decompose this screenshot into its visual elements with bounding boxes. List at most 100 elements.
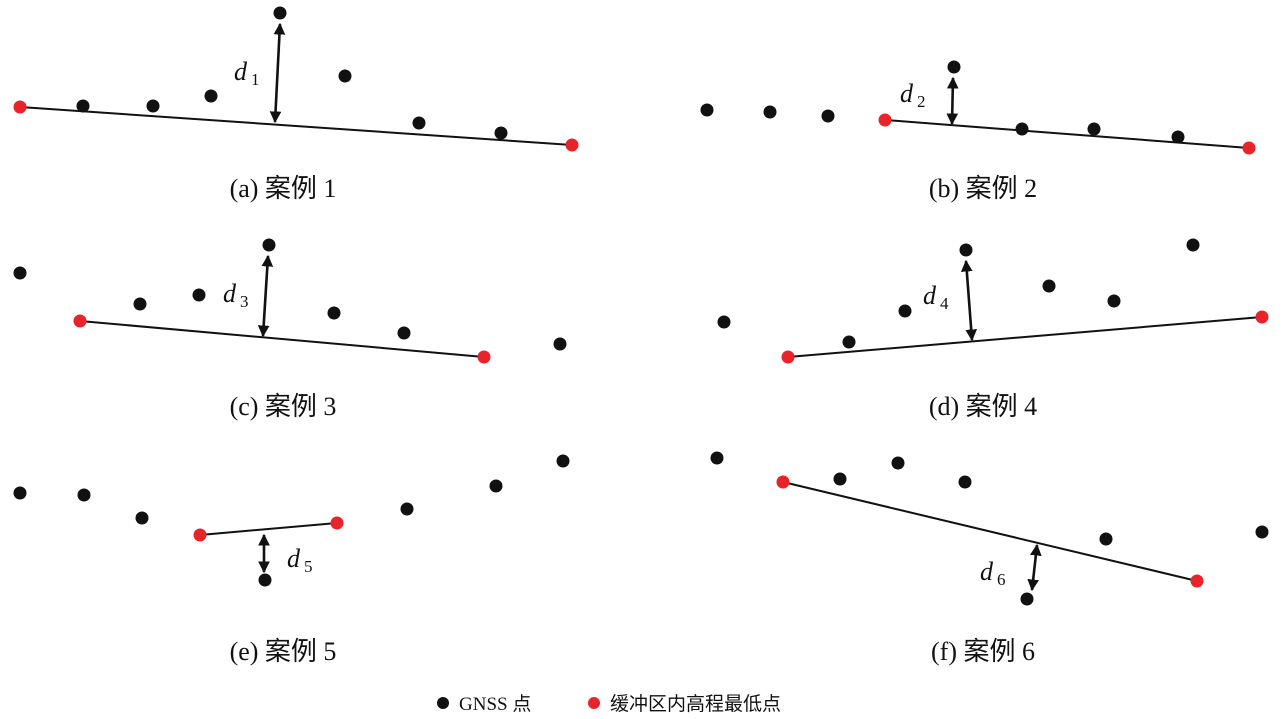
gnss-point — [273, 6, 287, 20]
lowest-points-line — [199, 522, 338, 536]
distance-subscript: 3 — [240, 292, 249, 311]
distance-symbol: d — [223, 279, 237, 308]
gnss-point — [1020, 592, 1034, 606]
lowest-elevation-point — [1255, 310, 1269, 324]
gnss-point — [1087, 122, 1101, 136]
gnss-point — [553, 337, 567, 351]
gnss-point — [898, 304, 912, 318]
gnss-point — [76, 99, 90, 113]
gnss-point — [958, 475, 972, 489]
lowest-elevation-point — [330, 516, 344, 530]
distance-symbol: d — [900, 79, 914, 108]
lowest-elevation-point — [776, 475, 790, 489]
distance-arrow — [960, 259, 978, 342]
lowest-elevation-point — [477, 350, 491, 364]
gnss-point — [1042, 279, 1056, 293]
gnss-point — [1107, 294, 1121, 308]
gnss-point — [1186, 238, 1200, 252]
gnss-point — [258, 573, 272, 587]
legend: GNSS 点 缓冲区内高程最低点 — [437, 693, 781, 715]
distance-subscript: 1 — [251, 70, 260, 89]
panel-caption: (c) 案例 3 — [230, 392, 337, 421]
gnss-point — [327, 306, 341, 320]
distance-symbol: d — [234, 57, 248, 86]
gnss-point — [397, 326, 411, 340]
gnss-point — [133, 297, 147, 311]
legend-lowest-marker — [588, 697, 600, 709]
gnss-point — [489, 479, 503, 493]
distance-subscript: 5 — [304, 557, 313, 576]
gnss-point — [262, 238, 276, 252]
lowest-elevation-point — [565, 138, 579, 152]
lowest-elevation-point — [13, 100, 27, 114]
gnss-point — [1171, 130, 1185, 144]
lowest-points-line — [884, 119, 1250, 149]
gnss-point — [842, 335, 856, 349]
gnss-point — [13, 486, 27, 500]
distance-subscript: 2 — [917, 92, 926, 111]
panel-caption: (e) 案例 5 — [230, 637, 337, 666]
distance-arrow — [946, 76, 959, 126]
distance-arrow — [269, 22, 286, 124]
panel-caption: (d) 案例 4 — [929, 392, 1037, 421]
gnss-point — [400, 502, 414, 516]
gnss-point — [204, 89, 218, 103]
gnss-point — [821, 109, 835, 123]
gnss-point — [891, 456, 905, 470]
gnss-point — [338, 69, 352, 83]
distance-subscript: 6 — [997, 570, 1006, 589]
gnss-point — [146, 99, 160, 113]
gnss-point — [192, 288, 206, 302]
lowest-points-line — [782, 481, 1198, 582]
gnss-point — [1015, 122, 1029, 136]
lowest-elevation-point — [73, 314, 87, 328]
legend-gnss-label: GNSS 点 — [459, 693, 531, 715]
distance-arrow — [1027, 543, 1042, 592]
lowest-points-line — [79, 320, 485, 358]
lowest-elevation-point — [1242, 141, 1256, 155]
gnss-point — [556, 454, 570, 468]
lowest-elevation-point — [1190, 574, 1204, 588]
gnss-point — [77, 488, 91, 502]
distance-symbol: d — [287, 544, 301, 573]
lowest-elevation-point — [781, 350, 795, 364]
gnss-point — [959, 243, 973, 257]
distance-symbol: d — [923, 281, 937, 310]
gnss-point — [494, 126, 508, 140]
gnss-point — [700, 103, 714, 117]
gnss-point — [1099, 532, 1113, 546]
lowest-elevation-point — [878, 113, 892, 127]
gnss-point — [710, 451, 724, 465]
gnss-point — [763, 105, 777, 119]
distance-subscript: 4 — [940, 294, 949, 313]
gnss-point — [135, 511, 149, 525]
panel-caption: (b) 案例 2 — [929, 174, 1037, 203]
distance-arrow — [257, 254, 274, 338]
gnss-point — [717, 315, 731, 329]
gnss-point — [947, 60, 961, 74]
panel-caption: (f) 案例 6 — [931, 637, 1035, 666]
gnss-point — [412, 116, 426, 130]
gnss-point — [833, 472, 847, 486]
distance-symbol: d — [980, 557, 994, 586]
panel-caption: (a) 案例 1 — [230, 174, 337, 203]
lowest-points-line — [19, 106, 573, 146]
lowest-points-line — [787, 316, 1263, 358]
legend-lowest-label: 缓冲区内高程最低点 — [610, 693, 781, 715]
lowest-elevation-point — [193, 528, 207, 542]
legend-gnss-marker — [437, 697, 449, 709]
gnss-point — [13, 266, 27, 280]
